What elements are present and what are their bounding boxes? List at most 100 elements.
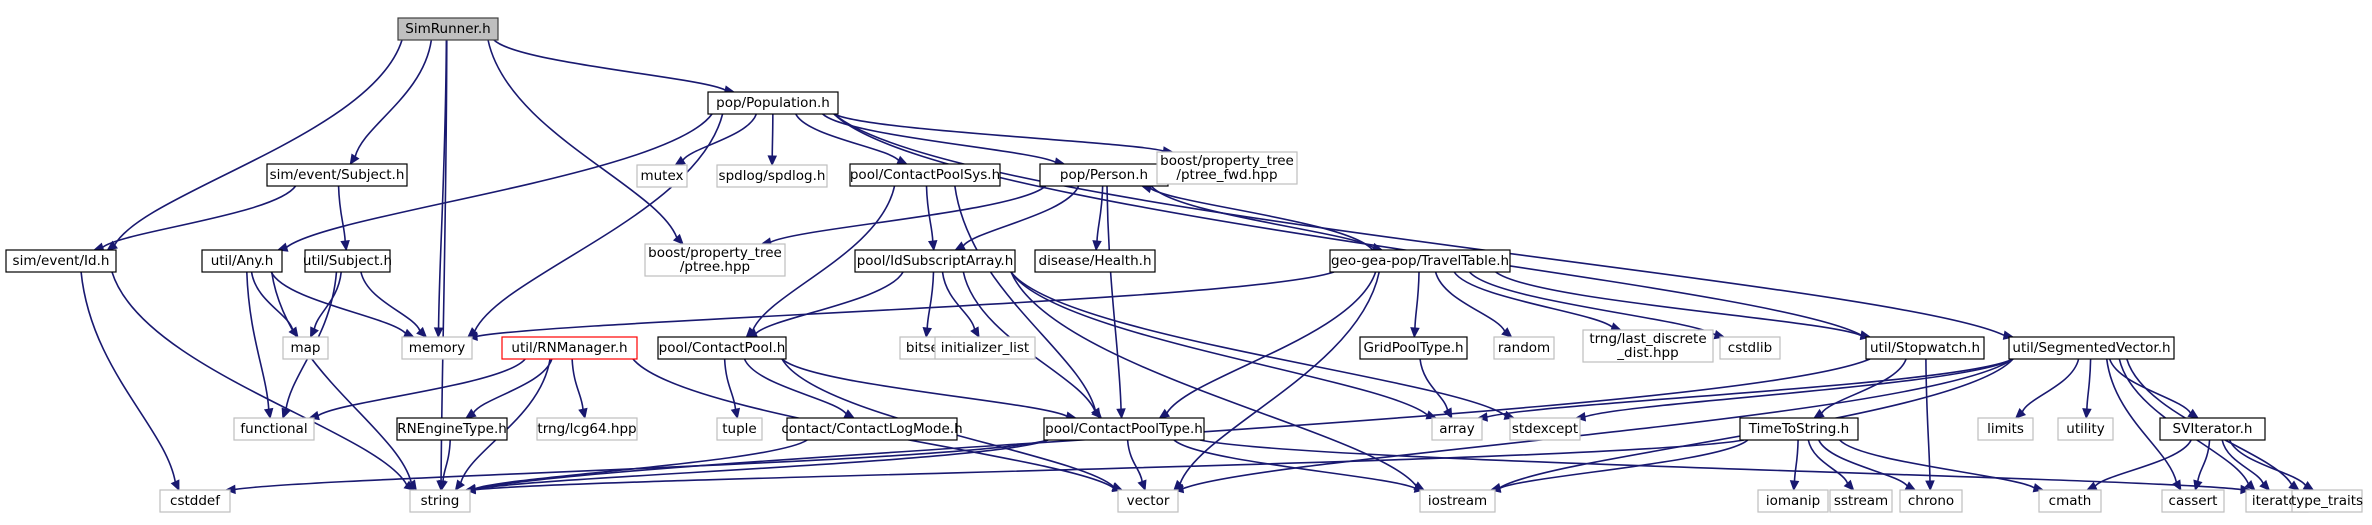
edge-arrowhead	[922, 327, 932, 339]
edge-timetostring-to-cmath	[1839, 439, 2045, 493]
edge-line	[1486, 358, 2014, 418]
edge-pop_population-to-util_segmentedvector	[833, 113, 2015, 340]
node-pool_contactpool[interactable]: pool/ContactPool.h	[657, 336, 787, 360]
node-label: /ptree_fwd.hpp	[1176, 167, 1277, 183]
node-util_subject[interactable]: util/Subject.h	[303, 249, 392, 273]
edge-arrowhead	[954, 241, 966, 251]
node-gridpooltype[interactable]: GridPoolType.h	[1359, 336, 1468, 360]
edge-sviterator-to-iterator	[2221, 439, 2271, 491]
node-label: spdlog/spdlog.h	[719, 168, 826, 184]
node-sviterator[interactable]: SVIterator.h	[2159, 417, 2266, 441]
node-simrunner[interactable]: SimRunner.h	[397, 17, 499, 41]
node-sim_event_id[interactable]: sim/event/Id.h	[5, 249, 117, 273]
edge-pop_population-to-ptree_fwd	[833, 113, 1174, 156]
node-rnenginetype[interactable]: RNEngineType.h	[396, 417, 508, 441]
edge-arrowhead	[466, 331, 478, 342]
node-box	[934, 336, 1036, 360]
node-functional: functional	[233, 417, 315, 441]
node-label: disease/Health.h	[1039, 253, 1152, 269]
edge-gridpooltype-to-array	[1419, 358, 1453, 420]
node-sim_event_subject[interactable]: sim/event/Subject.h	[266, 163, 408, 187]
node-box	[2038, 489, 2102, 513]
edge-line	[1499, 439, 1749, 490]
edge-line	[1106, 185, 1122, 410]
node-label: /ptree.hpp	[680, 259, 750, 275]
edge-arrowhead	[433, 327, 444, 339]
node-box	[707, 91, 839, 115]
node-pop_population[interactable]: pop/Population.h	[707, 91, 839, 115]
edge-line	[941, 271, 976, 330]
node-label: pool/ContactPoolSys.h	[850, 167, 1000, 183]
edge-pool_contactpooltype-to-vector	[1126, 439, 1147, 492]
edge-arrowhead	[2171, 479, 2182, 492]
edge-line	[2221, 439, 2264, 484]
edge-arrowhead	[1843, 479, 1855, 491]
node-label: memory	[409, 340, 465, 356]
edge-timetostring-to-chrono	[1818, 439, 1917, 491]
edge-arrowhead	[2014, 408, 2027, 419]
edge-line	[781, 358, 1068, 417]
edge-line	[360, 271, 421, 332]
node-box	[2291, 489, 2363, 513]
node-cstddef: cstddef	[159, 489, 231, 513]
edge-line	[474, 439, 1049, 491]
edge-arrowhead	[1158, 408, 1171, 419]
node-box	[233, 417, 315, 441]
node-pool_contactpoolsys[interactable]: pool/ContactPoolSys.h	[849, 163, 1001, 187]
node-util_any[interactable]: util/Any.h	[201, 249, 283, 273]
node-label: SVIterator.h	[2173, 421, 2253, 437]
edge-util_segmentedvector-to-limits	[2014, 358, 2080, 419]
node-label: stdexcept	[1512, 421, 1578, 437]
edge-line	[755, 271, 904, 335]
edge-travel_table-to-util_stopwatch	[1495, 271, 1872, 341]
node-sstream: sstream	[1829, 489, 1893, 513]
edge-line	[1182, 358, 2014, 490]
node-util_segmentedvector[interactable]: util/SegmentedVector.h	[2008, 336, 2175, 360]
edge-line	[476, 271, 1335, 338]
node-pop_person[interactable]: pop/Person.h	[1039, 163, 1169, 187]
edge-pool_idsubscriptarray-to-initializer_list	[941, 271, 980, 339]
node-util_stopwatch[interactable]: util/Stopwatch.h	[1865, 336, 1985, 360]
edge-arrowhead	[1116, 408, 1126, 420]
edge-line	[2228, 439, 2307, 486]
node-travel_table[interactable]: geo-gea-pop/TravelTable.h	[1329, 249, 1511, 273]
node-box	[159, 489, 231, 513]
edge-sim_event_id-to-string	[111, 271, 415, 491]
edge-arrowhead	[1904, 481, 1917, 491]
node-stdexcept: stdexcept	[1509, 417, 1581, 441]
edge-line	[925, 185, 934, 242]
node-mutex: mutex	[636, 164, 688, 188]
edge-simrunner-to-sim_event_subject	[349, 39, 433, 166]
edge-line	[114, 39, 403, 246]
node-pool_contactpooltype[interactable]: pool/ContactPoolType.h	[1043, 417, 1205, 441]
edge-arrowhead	[767, 155, 778, 167]
edge-travel_table-to-gridpooltype	[1410, 271, 1420, 339]
node-disease_health[interactable]: disease/Health.h	[1034, 249, 1156, 273]
node-box	[636, 164, 688, 188]
edge-line	[2021, 358, 2080, 413]
edge-simrunner-to-pop_population	[493, 39, 736, 95]
edge-arrowhead	[263, 407, 274, 420]
edge-util_subject-to-map	[310, 271, 342, 339]
node-box	[2159, 417, 2266, 441]
node-map: map	[282, 336, 329, 360]
node-util_rnmanager[interactable]: util/RNManager.h	[501, 336, 638, 360]
edge-arrowhead	[1476, 412, 1488, 422]
edge-travel_table-to-last_discrete_dist	[1453, 271, 1622, 332]
edge-pool_contactpool-to-pool_contactpooltype	[781, 358, 1077, 421]
node-label: sim/event/Id.h	[13, 253, 110, 269]
node-label: _dist.hpp	[1616, 345, 1678, 361]
node-box	[536, 417, 638, 441]
node-label: cassert	[2169, 493, 2218, 509]
node-label: trng/lcg64.hpp	[537, 421, 636, 437]
edge-pop_population-to-util_any	[276, 113, 713, 252]
node-timetostring[interactable]: TimeToString.h	[1739, 417, 1859, 441]
node-contactlogmode[interactable]: contact/ContactLogMode.h	[781, 417, 963, 441]
node-pool_idsubscriptarray[interactable]: pool/IdSubscriptArray.h	[854, 249, 1016, 273]
node-box	[1829, 489, 1893, 513]
node-label: boost/property_tree	[1160, 153, 1294, 169]
edge-pool_idsubscriptarray-to-pool_contactpool	[746, 271, 904, 338]
edge-arrowhead	[349, 153, 360, 166]
node-chrono: chrono	[1899, 489, 1963, 513]
edge-line	[80, 271, 177, 482]
